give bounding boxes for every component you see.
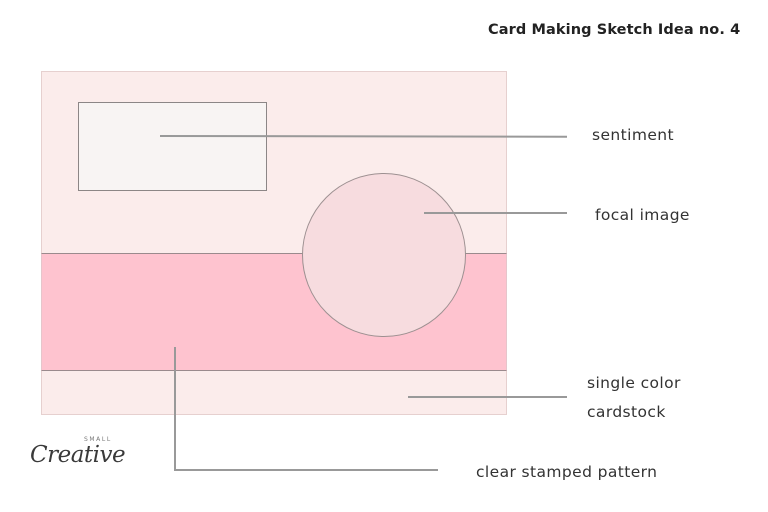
- pattern-leader-vertical: [174, 347, 176, 471]
- clear-stamped-pattern-label: clear stamped pattern: [476, 463, 658, 481]
- sentiment-panel: [78, 102, 267, 191]
- pattern-leader-horizontal: [174, 469, 438, 471]
- sketch-title: Card Making Sketch Idea no. 4: [488, 22, 741, 38]
- focal-image-leader-line: [424, 212, 567, 214]
- focal-image-label: focal image: [595, 206, 690, 224]
- cardstock-leader-line: [408, 396, 567, 398]
- sentiment-label: sentiment: [592, 126, 674, 144]
- logo-script-text: Creative: [30, 442, 126, 468]
- single-color-label: single color: [587, 374, 681, 392]
- logo-small-text: SMALL: [84, 436, 112, 443]
- focal-image-circle: [302, 173, 466, 337]
- small-creative-logo: SMALL Creative: [30, 436, 126, 476]
- cardstock-label: cardstock: [587, 403, 666, 421]
